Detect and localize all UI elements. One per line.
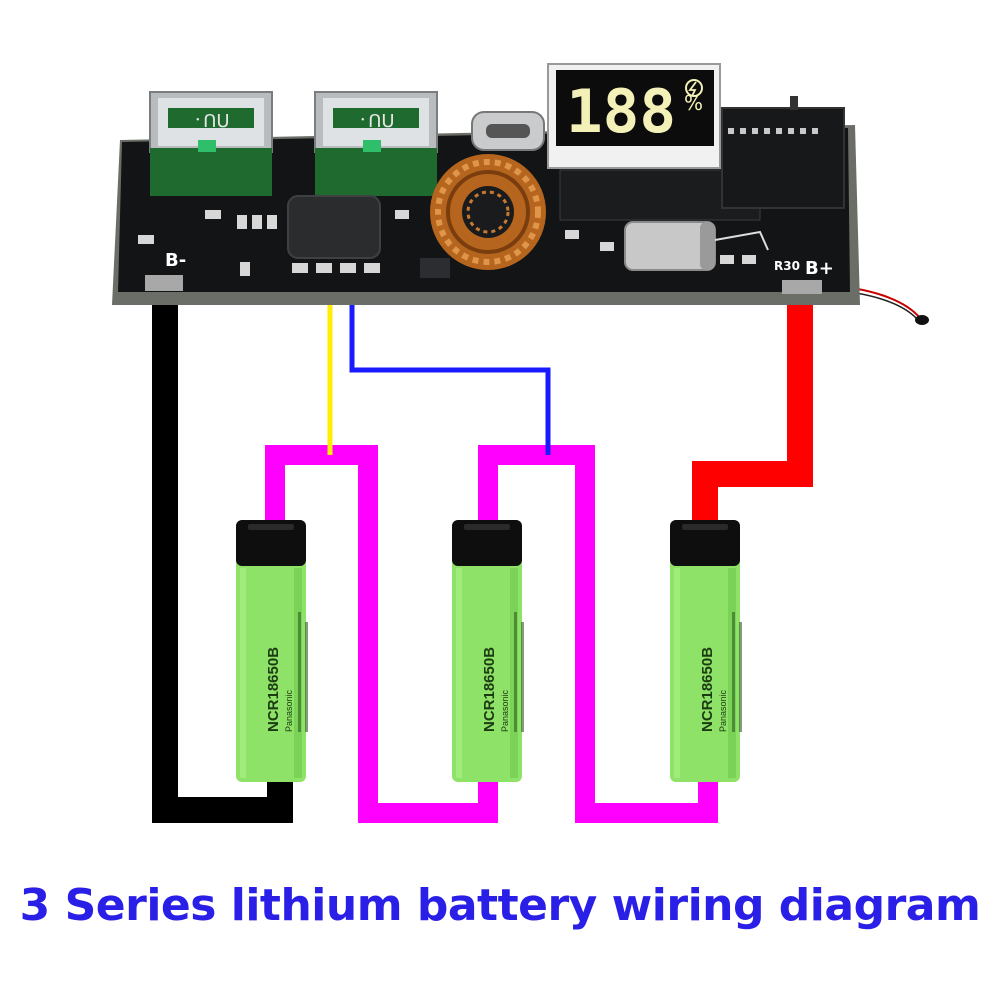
negative-terminal-label: B- — [165, 250, 186, 271]
svg-text:᛫ᑎᑌ: ᛫ᑎᑌ — [357, 111, 394, 132]
charging-bolt-icon — [685, 79, 703, 97]
led-display-module: 188 % — [547, 63, 761, 221]
svg-text:᛫ᑎᑌ: ᛫ᑎᑌ — [192, 111, 229, 132]
negative-wire — [152, 285, 293, 823]
battery-3-model: NCR18650B — [699, 647, 716, 732]
wires — [152, 283, 929, 823]
battery-1-model: NCR18650B — [265, 647, 282, 732]
pcb-board: ᛫ᑎᑌ ᛫ᑎᑌ — [112, 63, 860, 305]
battery-cell-2: NCR18650B Panasonic — [452, 520, 524, 782]
battery-3-brand: Panasonic — [718, 689, 728, 732]
positive-terminal-label: B+ — [805, 258, 834, 279]
series-link-1 — [265, 445, 498, 823]
positive-wire — [692, 288, 813, 525]
series-link-2 — [478, 445, 718, 823]
display-percent: % — [684, 91, 703, 115]
battery-2-brand: Panasonic — [500, 689, 510, 732]
toroid-inductor — [430, 154, 546, 270]
usb-a-port-1: ᛫ᑎᑌ — [149, 91, 273, 196]
battery-cell-3: NCR18650B Panasonic — [670, 520, 742, 782]
display-digits: 188 — [566, 77, 676, 147]
balance-tap-2-wire — [349, 285, 551, 455]
usb-a-port-2: ᛫ᑎᑌ — [314, 91, 438, 196]
battery-2-model: NCR18650B — [481, 647, 498, 732]
reference-label: R30 — [774, 259, 800, 273]
inductor-block — [287, 195, 381, 259]
diagram-caption: 3 Series lithium battery wiring diagram — [19, 880, 981, 931]
positive-terminal-pad — [782, 280, 822, 294]
capacitor — [624, 221, 769, 271]
negative-terminal-pad — [145, 275, 183, 291]
battery-cell-1: NCR18650B Panasonic — [236, 520, 308, 782]
smd-components — [138, 210, 756, 278]
thermistor — [915, 315, 929, 325]
battery-1-brand: Panasonic — [284, 689, 294, 732]
battery-cells: NCR18650B Panasonic NCR18650B Panasonic — [236, 520, 742, 782]
